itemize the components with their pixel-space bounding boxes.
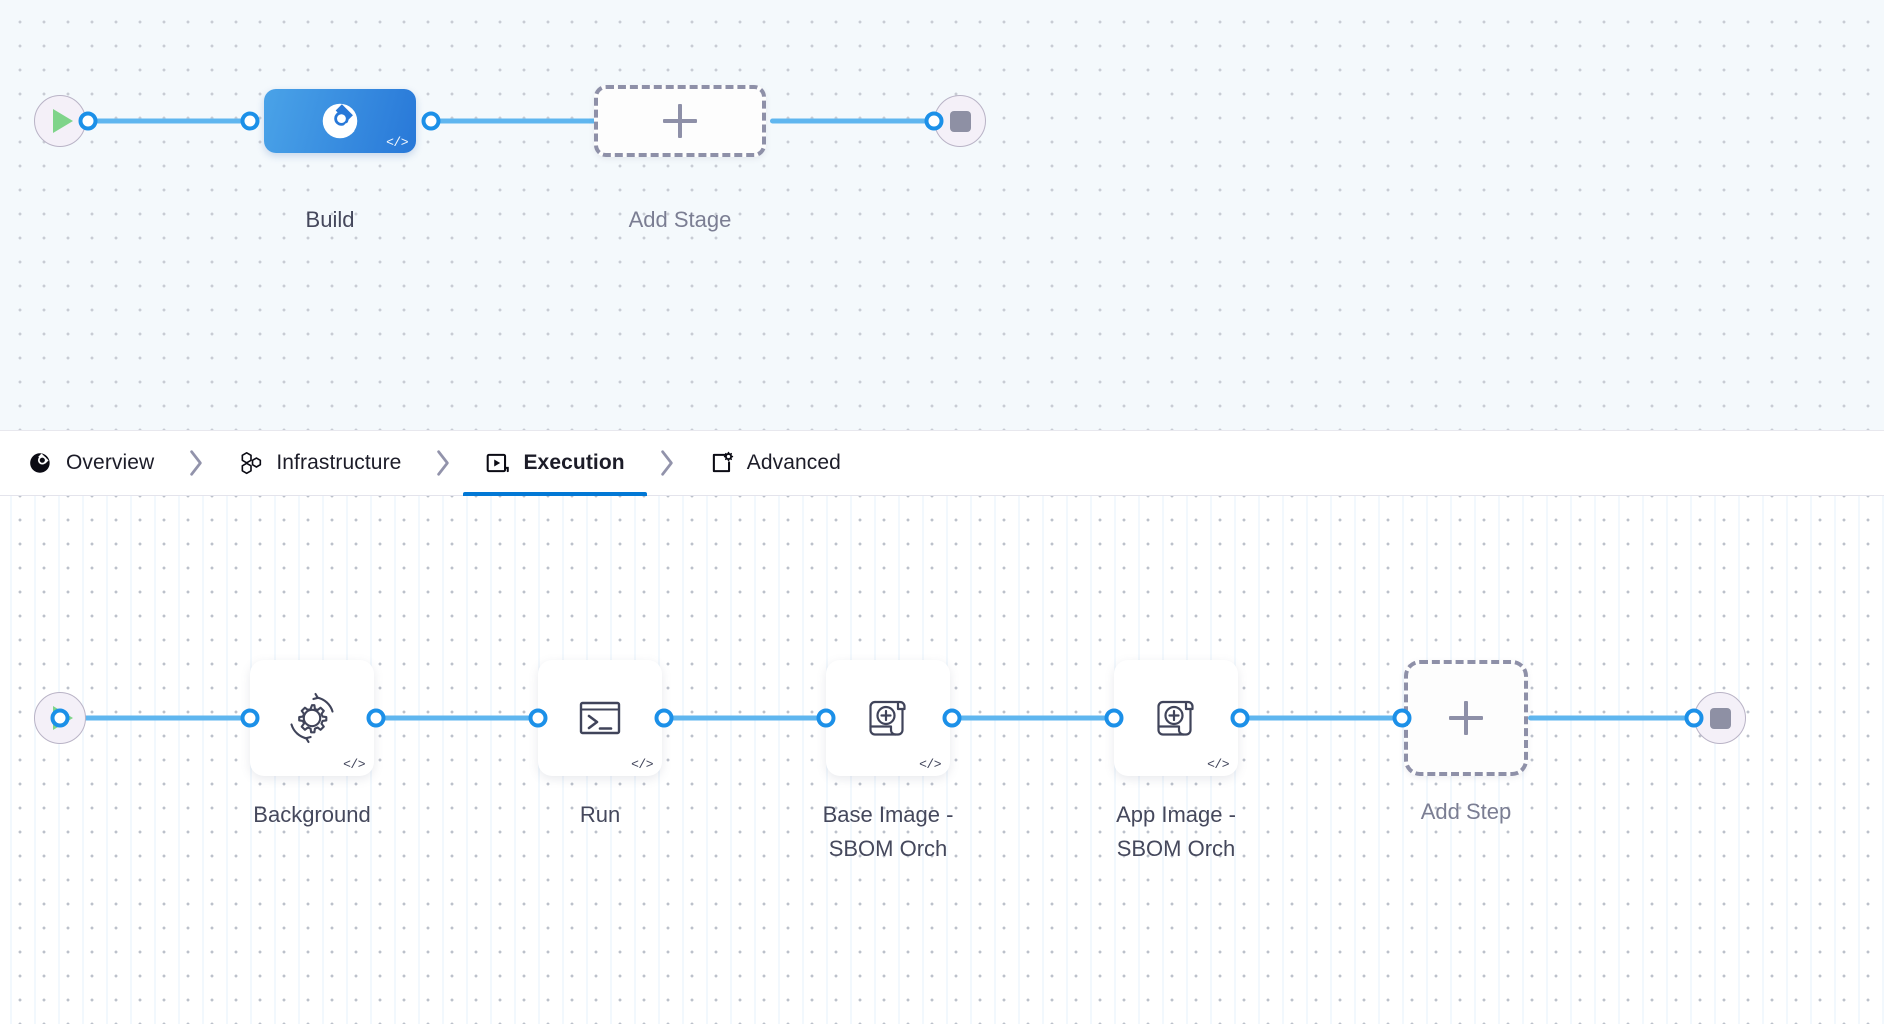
step-caption-run: Run [579, 802, 621, 827]
sbom-scroll-icon [1157, 700, 1194, 736]
edge-build-to-addstage [432, 118, 596, 124]
tab-execution[interactable]: Execution [463, 431, 647, 496]
step-caption-app-image-sbom: App Image - SBOM Orch [1116, 802, 1236, 862]
tab-separator-1 [160, 448, 232, 478]
code-badge: </> [343, 757, 365, 772]
code-badge: </> [919, 757, 941, 772]
code-badge: </> [386, 135, 408, 150]
step-node-run[interactable]: </> [538, 660, 662, 776]
port-build-out[interactable] [421, 111, 441, 131]
port-build-in[interactable] [240, 111, 260, 131]
step-caption-background: Background [253, 802, 371, 827]
pipeline-start-node[interactable] [34, 95, 86, 147]
tab-active-underline [463, 492, 647, 496]
tab-separator-2 [407, 448, 479, 478]
code-badge: </> [1207, 757, 1229, 772]
port-start-out[interactable] [78, 111, 98, 131]
edge-start-to-background [60, 715, 260, 721]
port-end-in[interactable] [924, 111, 944, 131]
overview-pie-icon [30, 453, 50, 473]
tab-overview[interactable]: Overview [22, 431, 160, 495]
edge-run-to-base-image [660, 715, 832, 721]
stage-graph-canvas[interactable]: </> Build Add Stage [0, 0, 1884, 430]
plus-icon [663, 104, 697, 138]
edge-start-to-build [60, 118, 250, 124]
port-run-in[interactable] [528, 708, 548, 728]
port-app-image-out[interactable] [1230, 708, 1250, 728]
step-node-background[interactable]: </> [250, 660, 374, 776]
stage-caption-add-stage: Add Stage [628, 207, 732, 232]
ci-build-icon [322, 103, 358, 139]
stop-icon [1709, 707, 1731, 729]
stage-caption-build: Build [305, 207, 355, 232]
step-graph: </> </> [0, 496, 1884, 1024]
advanced-gear-icon [712, 451, 733, 473]
tab-infrastructure[interactable]: Infrastructure [232, 431, 407, 495]
chevron-right-icon [437, 450, 450, 476]
tab-label-infrastructure: Infrastructure [276, 451, 402, 474]
chevron-right-icon [660, 450, 673, 476]
step-caption-base-image-sbom: Base Image - SBOM Orch [822, 802, 954, 862]
tab-label-execution: Execution [523, 451, 625, 474]
pipeline-tab-bar: Overview Infrastructure [0, 430, 1884, 496]
edge-app-image-to-add-step [1236, 715, 1406, 721]
tab-advanced[interactable]: Advanced [703, 431, 847, 495]
code-badge: </> [631, 757, 653, 772]
stage-node-build[interactable]: </> [264, 89, 416, 153]
port-exec-start-out[interactable] [50, 708, 70, 728]
port-base-image-in[interactable] [816, 708, 836, 728]
step-node-app-image-sbom[interactable]: </> [1114, 660, 1238, 776]
gear-refresh-icon [290, 692, 334, 744]
port-base-image-out[interactable] [942, 708, 962, 728]
execution-play-icon [487, 453, 510, 473]
tab-label-advanced: Advanced [746, 451, 841, 474]
port-add-step-in[interactable] [1392, 708, 1412, 728]
stage-graph: </> Build Add Stage [0, 0, 1884, 430]
sbom-scroll-icon [869, 700, 906, 736]
play-icon [53, 109, 73, 133]
tab-separator-3 [631, 448, 703, 478]
step-graph-canvas[interactable]: </> </> [0, 496, 1884, 1024]
hexagon-cluster-icon [241, 452, 262, 475]
add-step-node[interactable] [1404, 660, 1528, 776]
port-background-in[interactable] [240, 708, 260, 728]
tab-label-overview: Overview [66, 451, 155, 474]
edge-background-to-run [372, 715, 542, 721]
add-stage-node[interactable] [594, 85, 766, 157]
plus-icon [1449, 701, 1483, 735]
terminal-icon [579, 701, 621, 735]
stop-icon [949, 110, 971, 132]
edge-base-image-to-app-image [948, 715, 1118, 721]
edge-add-step-to-end [1528, 715, 1718, 721]
port-app-image-in[interactable] [1104, 708, 1124, 728]
chevron-right-icon [190, 450, 203, 476]
step-node-base-image-sbom[interactable]: </> [826, 660, 950, 776]
port-exec-end-in[interactable] [1684, 708, 1704, 728]
port-background-out[interactable] [366, 708, 386, 728]
port-run-out[interactable] [654, 708, 674, 728]
step-caption-add-step: Add Step [1420, 799, 1512, 824]
edge-addstage-to-end [770, 118, 960, 124]
